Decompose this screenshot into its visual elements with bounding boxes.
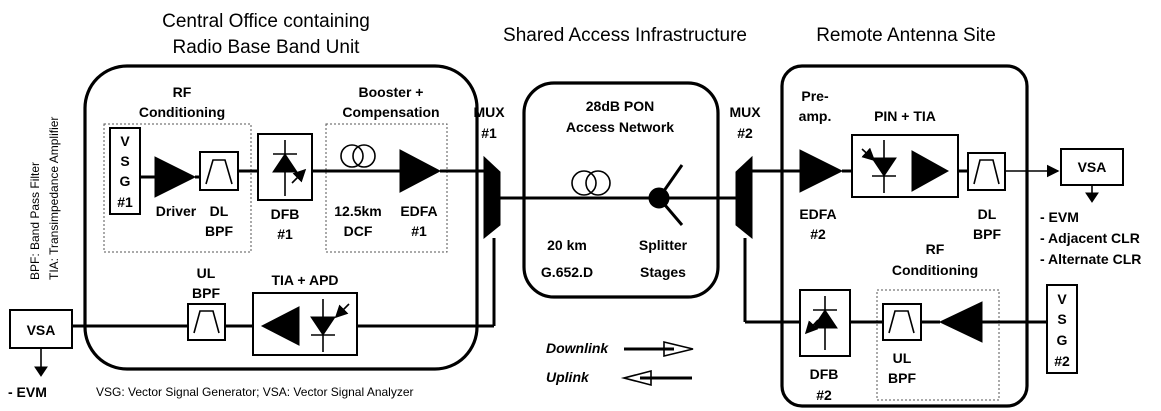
mux2-label-2: #2 [737,125,753,141]
edfa1-label-2: #1 [411,223,427,239]
preamp-label-2: amp. [799,108,832,124]
evm-left: - EVM [8,384,47,400]
central-office-header-line2: Radio Base Band Unit [173,37,361,58]
ul-bpf-label-1: UL [197,265,216,281]
splitter-label-2: Stages [640,264,686,280]
central-office-header-line1: Central Office containing [162,11,370,32]
rf-conditioning-remote-label-1: RF [926,241,945,257]
rf-conditioning-label-1: RF [173,84,192,100]
splitter-label-1: Splitter [639,237,688,253]
booster-label-1: Booster + [359,84,424,100]
booster-group [325,123,448,253]
ul-bpf-remote-label-1: UL [893,350,912,366]
edfa2-preamp-icon [799,149,844,193]
vsg1-number: #1 [117,194,133,210]
remote-site-header: Remote Antenna Site [816,25,996,46]
dl-bpf-remote-label-2: BPF [973,226,1001,242]
vsg1-box [109,127,141,215]
tia-apd-box [252,292,358,356]
vsg1-letter-g: G [120,173,131,189]
remote-driver-amp-icon [938,301,983,343]
tia-note: TIA: Transimpedance Amplifier [47,117,61,280]
fiber-length-label: 20 km [547,237,587,253]
metric-alternate-clr: - Alternate CLR [1040,251,1141,267]
dfb1-label-2: #1 [277,226,293,242]
dfb1-label-1: DFB [271,206,300,222]
driver-amp-icon [154,156,197,198]
dcf-label-2: DCF [344,223,373,239]
edfa1-icon [399,149,442,193]
pin-tia-box [851,134,959,198]
remote-site-box [780,64,1029,408]
ul-bpf-label-2: BPF [192,285,220,301]
vsg1-letter-s: S [120,153,129,169]
rf-conditioning-remote-label-2: Conditioning [892,262,978,278]
ul-bpf-box [187,303,226,341]
vsg2-box [1046,284,1078,374]
ul-bandpass-filter-icon [193,310,220,334]
pin-tia-label: PIN + TIA [874,108,936,124]
pon-title-2: Access Network [566,119,674,135]
preamp-label-1: Pre- [801,88,829,104]
shared-infrastructure-header: Shared Access Infrastructure [503,25,747,46]
rf-conditioning-remote-group [876,289,1000,401]
vsa-right-output-icon [1085,192,1099,203]
vsg1-letter-v: V [120,133,130,149]
dfb2-label-2: #2 [816,387,832,403]
mux2-icon [735,155,753,240]
rf-conditioning-group [103,123,252,253]
vsg-vsa-definition: VSG: Vector Signal Generator; VSA: Vecto… [96,385,414,399]
bandpass-filter-icon [205,159,233,185]
dl-bpf-label-1: DL [210,203,229,219]
vsg2-letter-s: S [1057,311,1066,327]
vsg2-number: #2 [1054,353,1070,369]
vsa-left-label: VSA [27,322,56,338]
pon-title-1: 28dB PON [586,98,654,114]
mux1-icon [483,155,501,240]
pin-photodiode-icon [871,157,897,177]
dcf-label-1: 12.5km [334,203,381,219]
mux2-label-1: MUX [729,104,761,120]
dl-bpf-remote-label-1: DL [978,206,997,222]
dl-bpf-box [199,151,239,191]
dcf-spool-icon [340,144,364,168]
fiber-spool-icon [571,170,597,196]
dl-bpf-remote-box [967,152,1006,191]
laser-diode-icon [272,153,298,173]
mux1-label-1: MUX [473,104,505,120]
tia-amp-remote-icon [911,150,950,192]
dl-bpf-label-2: BPF [205,223,233,239]
bpf-note: BPF: Band Pass Filter [28,162,42,280]
ul-bpf-remote-label-2: BPF [888,370,916,386]
vsa-right-label: VSA [1078,159,1107,175]
edfa2-label-1: EDFA [799,206,836,222]
dfb2-label-1: DFB [810,366,839,382]
edfa1-label-1: EDFA [400,203,437,219]
downlink-label: Downlink [546,340,609,356]
dfb1-box [257,133,313,201]
vsa-left-output-icon [34,366,48,377]
booster-label-2: Compensation [342,104,439,120]
vsg2-letter-v: V [1057,291,1067,307]
metric-evm: - EVM [1040,209,1079,225]
dl-bandpass-remote-icon [973,159,1000,185]
mux1-label-2: #1 [481,125,497,141]
laser-diode-remote-icon [812,309,838,329]
ul-bandpass-remote-icon [888,310,915,334]
driver-label: Driver [156,203,197,219]
fiber-type-label: G.652.D [541,264,593,280]
apd-photodiode-icon [310,316,336,336]
vsg2-letter-g: G [1057,332,1068,348]
metric-adjacent-clr: - Adjacent CLR [1040,230,1140,246]
rf-conditioning-label-2: Conditioning [139,104,225,120]
pon-network-box [522,81,720,299]
central-office-box [83,64,479,371]
tia-apd-label: TIA + APD [271,272,338,288]
ul-bpf-remote-box [882,303,922,341]
edfa2-label-2: #2 [810,226,826,242]
uplink-label: Uplink [546,369,590,385]
tia-amp-icon [260,306,300,346]
